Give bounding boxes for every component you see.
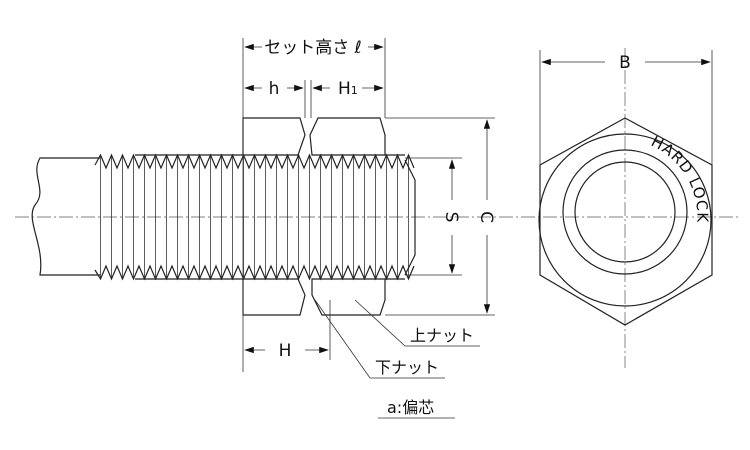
B-label: B — [619, 53, 631, 73]
h-label: h — [269, 79, 280, 99]
hex-nut-end-view: HARD LOCK — [538, 117, 713, 326]
hard-lock-marking: HARD LOCK — [648, 132, 711, 223]
lower-nut-label: 下ナット — [375, 358, 439, 377]
eccentric-label: a:偏芯 — [387, 398, 434, 417]
S-label: S — [441, 212, 461, 223]
upper-nut-label: 上ナット — [410, 326, 474, 345]
H-label: H — [279, 341, 292, 361]
set-height-label: セット高さ ℓ — [264, 38, 361, 58]
lower-nut — [242, 117, 306, 316]
C-label: C — [476, 211, 496, 223]
upper-nut — [309, 117, 386, 316]
h1-label: H1 — [338, 79, 358, 99]
